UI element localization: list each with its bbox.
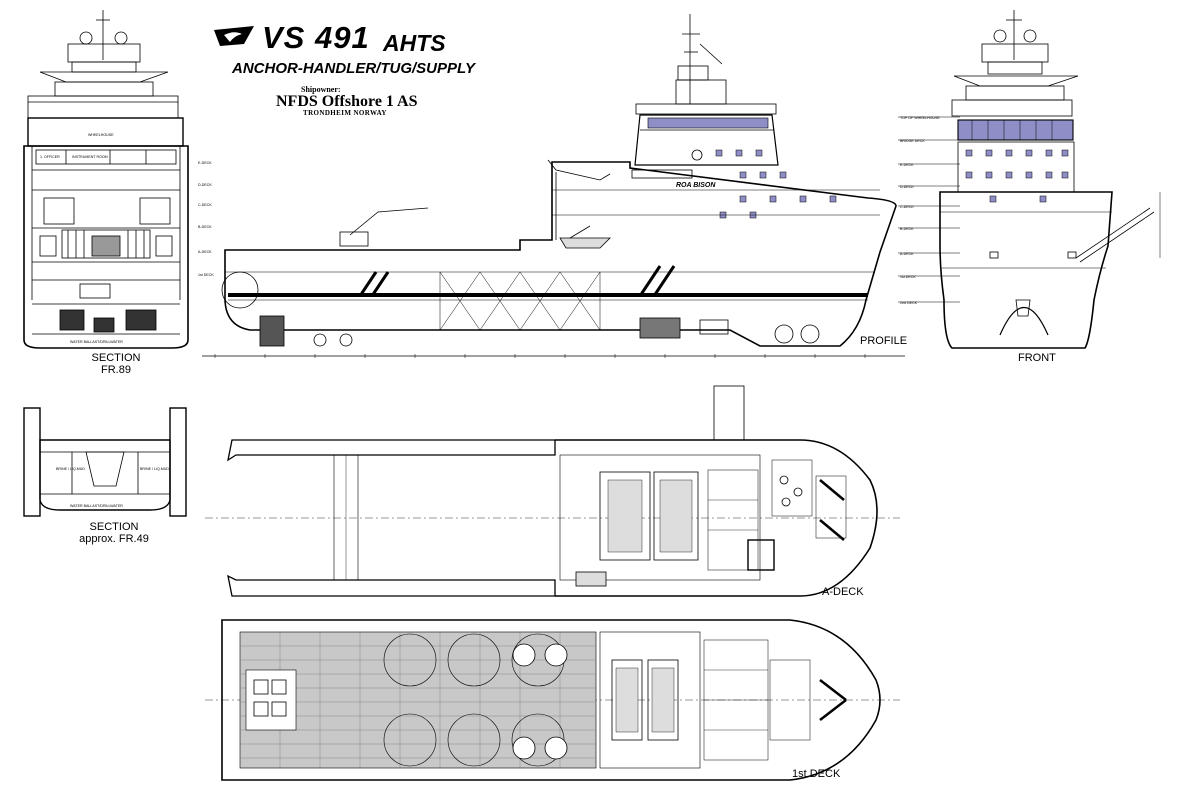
deck-label: D-DECK — [900, 185, 914, 189]
caption-profile: PROFILE — [860, 335, 908, 347]
vessel-name-title: VS 491 — [262, 20, 370, 55]
deck-label: A-DECK — [900, 252, 914, 256]
caption-first-deck: 1st DECK — [792, 768, 841, 780]
caption-line: SECTION — [89, 521, 139, 533]
first-deck-plan — [205, 619, 900, 781]
deck-label: 2nd DECK — [900, 301, 918, 305]
svg-text:E-DECK: E-DECK — [198, 161, 212, 165]
svg-text:A-DECK: A-DECK — [198, 250, 212, 254]
label-bulk-right: BRINE / LIQ.MUD — [140, 467, 169, 471]
label-ballast-89: WATER BALLAST/DRILLWATER — [70, 340, 123, 344]
caption-a-deck: A-DECK — [822, 586, 864, 598]
a-deck-plan — [205, 385, 900, 597]
deck-label: BRIDGE DECK — [900, 139, 925, 143]
svg-text:D-DECK: D-DECK — [198, 183, 212, 187]
vessel-subtitle: ANCHOR-HANDLER/TUG/SUPPLY — [232, 60, 476, 77]
caption-section-fr49: SECTION approx. FR.49 — [74, 521, 154, 545]
shipowner-label: Shipowner: — [301, 85, 341, 94]
label-officer: 1. OFFICER — [40, 155, 60, 159]
svg-text:1st DECK: 1st DECK — [198, 273, 214, 277]
profile-view: ROA BISON — [198, 14, 960, 358]
wheelhouse-windows — [647, 117, 769, 129]
shipowner-name: NFDS Offshore 1 AS — [276, 93, 418, 110]
svg-text:B-DECK: B-DECK — [198, 225, 212, 229]
label-bulk-left: BRINE / LIQ.MUD — [56, 467, 85, 471]
section-fr89-view: WHEELHOUSE 1. OFFICER INSTRUMENT ROOM WA… — [23, 10, 189, 349]
caption-line: SECTION — [91, 352, 141, 364]
front-view — [939, 10, 1161, 349]
caption-section-fr89: SECTION FR.89 — [86, 352, 146, 376]
caption-front: FRONT — [1018, 352, 1056, 364]
caption-line: approx. FR.49 — [79, 533, 149, 545]
deck-label: B-DECK — [900, 227, 914, 231]
caption-line: FR.89 — [101, 364, 131, 376]
deck-label: 1st DECK — [900, 275, 916, 279]
deck-label: C-DECK — [900, 205, 914, 209]
vessel-type-title: AHTS — [383, 30, 446, 56]
deck-label: TOP OF WHEELHOUSE — [900, 116, 940, 120]
svg-text:C-DECK: C-DECK — [198, 203, 212, 207]
label-wheelhouse: WHEELHOUSE — [88, 133, 114, 137]
ship-name-label: ROA BISON — [676, 182, 716, 189]
label-ballast-49: WATER BALLAST/DRILLWATER — [70, 504, 123, 508]
label-instrument: INSTRUMENT ROOM — [72, 155, 108, 159]
deck-label: E-DECK — [900, 163, 914, 167]
section-fr49-view: BRINE / LIQ.MUD BRINE / LIQ.MUD WATER BA… — [23, 407, 187, 517]
company-logo-icon — [214, 26, 254, 46]
shipowner-location: TRONDHEIM NORWAY — [303, 109, 387, 117]
